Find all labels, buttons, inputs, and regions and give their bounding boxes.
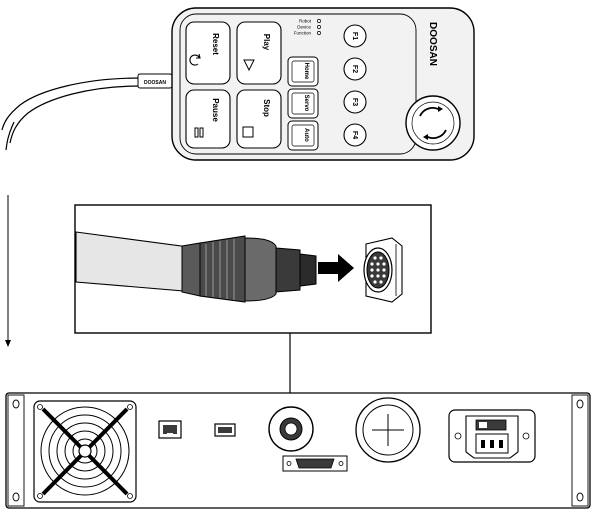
- cable-tag-text: DOOSAN: [144, 80, 166, 86]
- servo-label: Servo: [303, 95, 309, 112]
- cable-gland-hole: [355, 397, 421, 463]
- pause-label: Pause: [211, 98, 220, 122]
- f4-label: F4: [351, 131, 358, 139]
- indicator-robot: Robot: [299, 19, 312, 24]
- usb-port-icon: [214, 423, 236, 437]
- pause-bars-icon: [194, 127, 204, 138]
- pause-button[interactable]: Pause: [185, 89, 231, 149]
- power-inlet-icon: [448, 409, 536, 463]
- f2-label: F2: [351, 65, 358, 73]
- down-arrow-icon: [5, 195, 11, 347]
- f3-button[interactable]: F3: [343, 90, 367, 114]
- reset-arrow-icon: [189, 53, 201, 66]
- stop-label: Stop: [262, 99, 271, 117]
- indicator-function: Function: [294, 31, 312, 36]
- status-indicators: Robot Device Function: [294, 19, 321, 36]
- dsub-connector: [282, 455, 348, 472]
- circular-connector: [363, 237, 403, 303]
- f1-button[interactable]: F1: [343, 24, 367, 48]
- pendant-cable: [1, 77, 141, 151]
- auto-button[interactable]: Auto: [287, 120, 319, 151]
- stop-square-icon: [242, 126, 254, 138]
- jog-dial[interactable]: [405, 95, 461, 151]
- home-label: Home: [303, 63, 309, 80]
- f3-label: F3: [351, 98, 358, 106]
- servo-button[interactable]: Servo: [287, 88, 319, 119]
- controller-panel: [5, 392, 591, 509]
- f1-label: F1: [351, 32, 358, 40]
- brand-logo: DOOSAN: [427, 22, 438, 66]
- home-button[interactable]: Home: [287, 56, 319, 87]
- stop-button[interactable]: Stop: [236, 89, 282, 149]
- right-arrow-icon: [318, 254, 354, 282]
- play-label: Play: [262, 34, 271, 51]
- fan-grille-icon: [33, 400, 137, 503]
- reset-button[interactable]: Reset: [185, 21, 231, 85]
- cable-strain-relief: [181, 235, 317, 303]
- reset-label: Reset: [211, 33, 220, 55]
- play-button[interactable]: Play: [236, 21, 282, 85]
- auto-label: Auto: [303, 128, 309, 142]
- play-triangle-icon: [243, 59, 255, 72]
- pendant-port: [268, 406, 314, 452]
- f4-button[interactable]: F4: [343, 123, 367, 147]
- teach-pendant: Reset Play Pause Stop: [171, 7, 475, 161]
- cable-tag: DOOSAN: [137, 73, 173, 89]
- connector-detail-box: [74, 204, 432, 334]
- indicator-device: Device: [297, 25, 311, 30]
- ethernet-port-icon: [158, 420, 182, 439]
- f2-button[interactable]: F2: [343, 57, 367, 81]
